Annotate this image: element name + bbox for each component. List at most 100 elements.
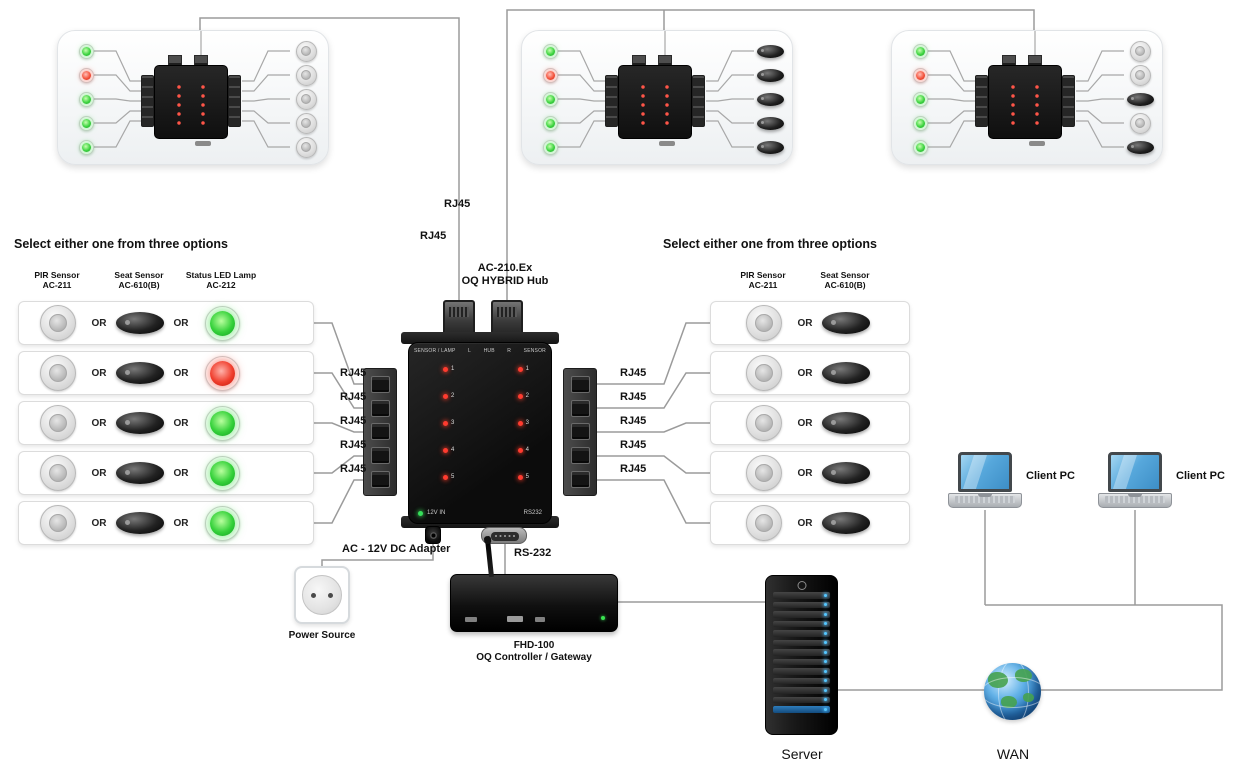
right-options-title: Select either one from three options xyxy=(663,237,877,251)
rs232-connector-icon xyxy=(195,141,211,146)
server-slat xyxy=(773,677,830,684)
rj45-wire-label: RJ45 xyxy=(340,463,367,475)
red-led-icon xyxy=(517,366,523,372)
hub-port-label: HUB xyxy=(483,348,495,354)
hub-led-row: 5 5 xyxy=(443,474,529,480)
power-source-label: Power Source xyxy=(288,630,356,641)
seat-sensor-icon xyxy=(822,462,870,484)
red-led-icon xyxy=(443,474,448,480)
fhd-100-controller-device xyxy=(450,538,618,632)
right-port-strip xyxy=(563,368,597,496)
laptop-base xyxy=(948,493,1022,508)
oq-hybrid-hub-device: SENSOR / LAMP L HUB R SENSOR 1 1 2 2 3 3… xyxy=(363,300,597,546)
rj45-port-icon xyxy=(443,300,475,336)
port-strip xyxy=(975,75,988,127)
controller-label: FHD-100 OQ Controller / Gateway xyxy=(476,640,592,663)
server-slat xyxy=(773,687,830,694)
led-number: 3 xyxy=(451,420,455,426)
client-pc-icon xyxy=(1098,452,1172,512)
led-number: 1 xyxy=(451,366,455,372)
sensor-icon xyxy=(295,112,317,134)
hub-led: 3 xyxy=(443,420,454,426)
led-column xyxy=(201,85,205,129)
rs232-label: RS232 xyxy=(523,510,542,516)
client-pc-label: Client PC xyxy=(1176,470,1225,482)
server-slat xyxy=(773,592,830,599)
hub-body xyxy=(618,65,692,139)
rj45-jack-icon xyxy=(570,399,590,417)
led-number: 2 xyxy=(525,393,529,399)
status-led-icon xyxy=(542,67,558,83)
sensor-icon xyxy=(1129,64,1151,86)
hub-led-row: 2 2 xyxy=(443,393,529,399)
pir-sensor-icon xyxy=(746,455,782,491)
status-led-icon xyxy=(542,43,558,59)
seat-sensor-icon xyxy=(116,412,164,434)
server-tower-icon xyxy=(765,575,838,735)
sensor-icon xyxy=(1129,112,1151,134)
or-label: OR xyxy=(797,467,813,479)
port-strip xyxy=(141,75,154,127)
hub-bottom-labels: 12V IN RS232 xyxy=(418,510,542,516)
led-column xyxy=(641,85,645,129)
rj45-jack-icon xyxy=(370,471,390,489)
sensor-icon xyxy=(1129,40,1151,62)
rs232-wire-label: RS-232 xyxy=(514,547,552,559)
server-slat xyxy=(773,639,830,646)
status-led-icon xyxy=(78,67,94,83)
pir-sensor-icon xyxy=(746,305,782,341)
right-option-row: OR xyxy=(710,351,910,395)
hub-led: 5 xyxy=(443,474,454,480)
rj45-port-icon xyxy=(491,300,523,336)
right-option-row: OR xyxy=(710,451,910,495)
pir-sensor-icon xyxy=(40,505,76,541)
hub-port-label: L xyxy=(468,348,472,354)
led-number: 2 xyxy=(451,393,455,399)
red-led-icon xyxy=(517,420,523,426)
hub-body xyxy=(988,65,1062,139)
client-pc-label: Client PC xyxy=(1026,470,1075,482)
sensor-icon xyxy=(1126,140,1154,154)
red-led-icon xyxy=(517,393,523,399)
status-led-icon xyxy=(542,91,558,107)
status-led-icon xyxy=(912,67,928,83)
rj45-jack-icon xyxy=(370,375,390,393)
server-slat xyxy=(773,696,830,703)
led-column xyxy=(1011,85,1015,129)
zone-panel-2 xyxy=(521,30,793,165)
or-label: OR xyxy=(91,417,107,429)
rj45-jack-icon xyxy=(370,399,390,417)
wan-label: WAN xyxy=(996,746,1030,762)
mini-hub-device xyxy=(141,55,241,147)
panel-led-column xyxy=(536,39,564,159)
rj45-wire-label: RJ45 xyxy=(620,391,647,403)
led-column xyxy=(665,85,669,129)
hub-led: 2 xyxy=(517,393,529,399)
hub-led: 5 xyxy=(517,474,529,480)
rj45-wire-label: RJ45 xyxy=(620,415,647,427)
led-number: 4 xyxy=(451,447,455,453)
sensor-icon xyxy=(295,88,317,110)
red-led-icon xyxy=(443,420,448,426)
or-label: OR xyxy=(91,367,107,379)
server-slat xyxy=(773,649,830,656)
seat-sensor-icon xyxy=(116,462,164,484)
status-led-icon xyxy=(78,139,94,155)
sensor-icon xyxy=(756,68,784,82)
right-option-row: OR xyxy=(710,301,910,345)
port-icon xyxy=(535,617,545,622)
hub-title: AC-210.Ex OQ HYBRID Hub xyxy=(425,262,585,288)
left-port-strip xyxy=(363,368,397,496)
rj45-wire-label: RJ45 xyxy=(620,439,647,451)
status-led-lamp-icon xyxy=(204,305,240,341)
sensor-icon xyxy=(295,136,317,158)
dc-adapter-wire-label: AC - 12V DC Adapter xyxy=(342,543,451,555)
seat-sensor-icon xyxy=(822,512,870,534)
power-led-icon xyxy=(601,616,605,620)
led-column xyxy=(177,85,181,129)
hub-led: 4 xyxy=(517,447,529,453)
zone-panel-1 xyxy=(57,30,329,165)
panel-led-column xyxy=(906,39,934,159)
panel-led-column xyxy=(72,39,100,159)
